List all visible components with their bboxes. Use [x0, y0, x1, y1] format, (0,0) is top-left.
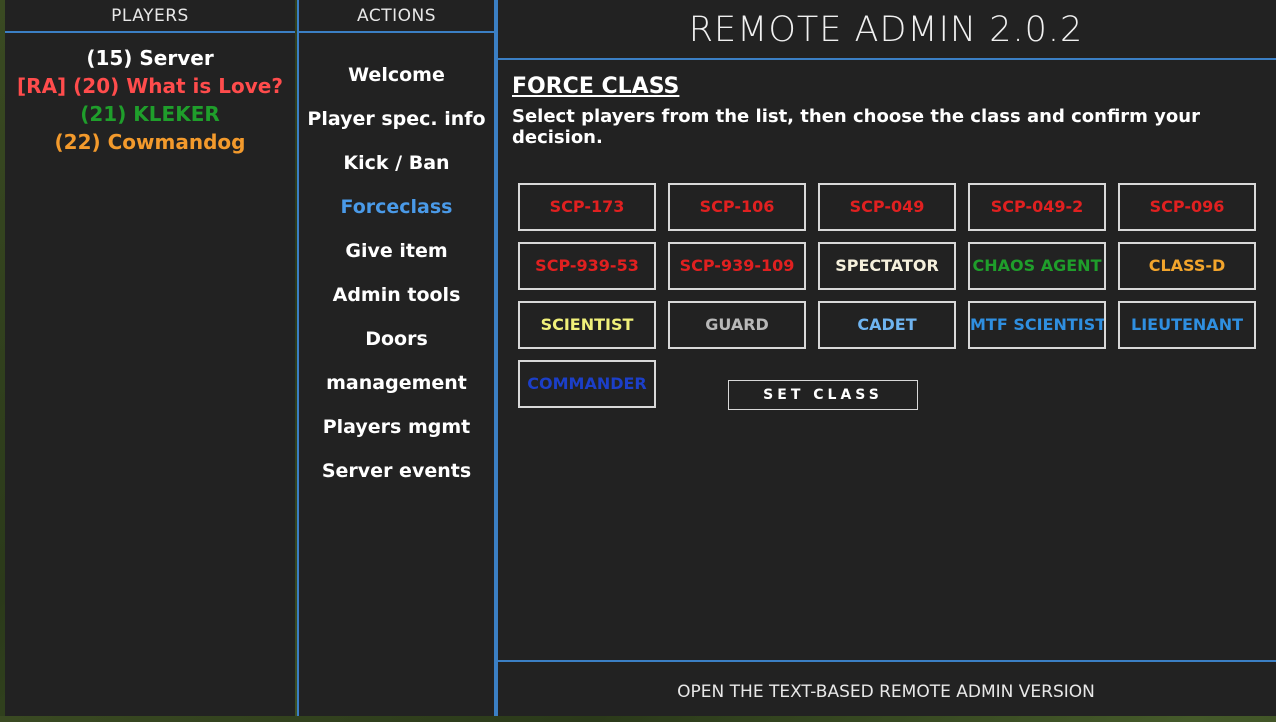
class-button-mtf-scientist[interactable]: MTF SCIENTIST [968, 301, 1106, 349]
action-give-item[interactable]: Give item [345, 240, 448, 262]
open-text-ra-button[interactable]: OPEN THE TEXT-BASED REMOTE ADMIN VERSION [496, 660, 1276, 716]
players-header: PLAYERS [5, 0, 295, 33]
class-button-lieutenant[interactable]: LIEUTENANT [1118, 301, 1256, 349]
class-button-commander[interactable]: COMMANDER [518, 360, 656, 408]
section-title: FORCE CLASS [512, 74, 680, 99]
actions-panel: ACTIONS Welcome Player spec. info Kick /… [297, 0, 496, 716]
set-class-button[interactable]: SET CLASS [728, 380, 918, 410]
class-button-scp-049-2[interactable]: SCP-049-2 [968, 183, 1106, 231]
actions-header: ACTIONS [299, 0, 494, 33]
action-welcome[interactable]: Welcome [348, 64, 445, 86]
class-button-chaos-agent[interactable]: CHAOS AGENT [968, 242, 1106, 290]
player-item[interactable]: (21) KLEKER [80, 102, 220, 126]
class-button-scp-096[interactable]: SCP-096 [1118, 183, 1256, 231]
action-kick-ban[interactable]: Kick / Ban [343, 152, 450, 174]
class-button-scp-939-53[interactable]: SCP-939-53 [518, 242, 656, 290]
action-forceclass[interactable]: Forceclass [340, 196, 453, 218]
class-button-scp-106[interactable]: SCP-106 [668, 183, 806, 231]
player-item[interactable]: (22) Cowmandog [54, 130, 246, 154]
class-button-scientist[interactable]: SCIENTIST [518, 301, 656, 349]
action-player-spec-info[interactable]: Player spec. info [307, 108, 486, 130]
action-server-events[interactable]: Server events [321, 460, 472, 482]
player-list: (15) Server [RA] (20) What is Love? (21)… [5, 33, 295, 156]
main-panel: REMOTE ADMIN 2.0.2 FORCE CLASS Select pl… [496, 0, 1276, 716]
action-list: Welcome Player spec. info Kick / Ban For… [299, 33, 494, 493]
player-item[interactable]: [RA] (20) What is Love? [17, 74, 283, 98]
section-description: Select players from the list, then choos… [512, 106, 1200, 148]
class-button-guard[interactable]: GUARD [668, 301, 806, 349]
class-button-scp-939-109[interactable]: SCP-939-109 [668, 242, 806, 290]
player-item[interactable]: (15) Server [86, 46, 214, 70]
class-button-spectator[interactable]: SPECTATOR [818, 242, 956, 290]
action-admin-tools[interactable]: Admin tools [332, 284, 461, 306]
class-button-cadet[interactable]: CADET [818, 301, 956, 349]
action-doors-management[interactable]: Doors management [326, 328, 467, 394]
page-title: REMOTE ADMIN 2.0.2 [496, 0, 1276, 60]
class-button-scp-173[interactable]: SCP-173 [518, 183, 656, 231]
class-button-class-d[interactable]: CLASS-D [1118, 242, 1256, 290]
action-players-mgmt[interactable]: Players mgmt [322, 416, 471, 438]
class-button-scp-049[interactable]: SCP-049 [818, 183, 956, 231]
players-panel: PLAYERS (15) Server [RA] (20) What is Lo… [5, 0, 295, 716]
